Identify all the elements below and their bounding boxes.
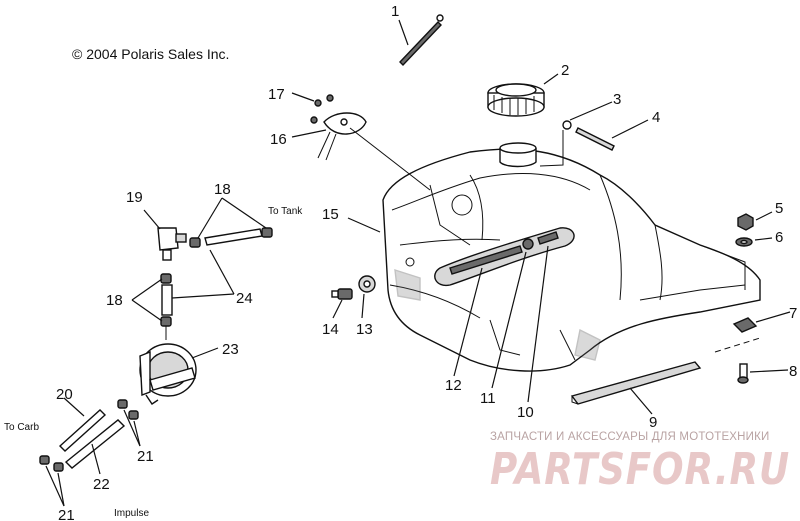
part-14-valve <box>331 288 353 319</box>
callout-5: 5 <box>775 200 783 217</box>
callout-18-left: 18 <box>106 292 123 309</box>
part-24-hose <box>161 249 235 316</box>
callout-7: 7 <box>789 305 797 322</box>
copyright-text: © 2004 Polaris Sales Inc. <box>72 46 229 62</box>
part-5-nut <box>737 211 773 231</box>
dashed-guide <box>714 337 761 353</box>
callout-24: 24 <box>236 290 253 307</box>
part-6-washer <box>735 237 773 247</box>
part-1-vent-line <box>398 14 444 67</box>
callout-18-top: 18 <box>214 181 231 198</box>
callout-23: 23 <box>222 341 239 358</box>
part-9-pad <box>570 361 702 415</box>
part-19-fitting <box>143 209 187 261</box>
part-17-screw <box>291 92 334 124</box>
part-2-fuel-cap <box>487 73 559 117</box>
callout-3: 3 <box>613 91 621 108</box>
callout-9: 9 <box>649 414 657 431</box>
part-hose-top <box>204 228 263 246</box>
watermark-subtitle: ЗАПЧАСТИ И АКСЕССУАРЫ ДЛЯ МОТОТЕХНИКИ <box>490 431 770 443</box>
callout-12: 12 <box>445 377 462 394</box>
callout-16: 16 <box>270 131 287 148</box>
fuel-tank <box>382 142 761 372</box>
part-3-fitting <box>539 101 613 167</box>
part-13-grommet <box>358 275 376 319</box>
callout-10: 10 <box>517 404 534 421</box>
part-11-grommet <box>491 238 534 389</box>
part-18-clamps-top <box>189 197 273 248</box>
note-impulse: Impulse <box>114 508 149 519</box>
part-18-clamps-left <box>131 273 172 327</box>
part-22-hose <box>64 419 126 475</box>
callout-13: 13 <box>356 321 373 338</box>
part-21-clamps-lower <box>39 455 65 507</box>
callout-19: 19 <box>126 189 143 206</box>
callout-21-lower: 21 <box>58 507 75 521</box>
callout-14: 14 <box>322 321 339 338</box>
callout-11: 11 <box>480 390 496 407</box>
callout-6: 6 <box>775 229 783 246</box>
leader-15 <box>347 217 381 233</box>
callout-4: 4 <box>652 109 660 126</box>
callout-20: 20 <box>56 386 73 403</box>
part-8-bolt <box>737 363 789 384</box>
callout-2: 2 <box>561 62 569 79</box>
callout-1: 1 <box>391 3 399 20</box>
callout-8: 8 <box>789 363 797 380</box>
callout-15: 15 <box>322 206 339 223</box>
note-to-tank: To Tank <box>268 206 303 217</box>
callout-22: 22 <box>93 476 110 493</box>
watermark-brand: PARTSFOR.RU <box>490 444 790 495</box>
part-21-clamps-upper <box>117 399 141 447</box>
part-12-strap <box>449 245 523 377</box>
part-4-hose <box>575 119 649 151</box>
note-to-carb: To Carb <box>4 422 39 433</box>
callout-21-upper: 21 <box>137 448 154 465</box>
part-10-bolt <box>527 231 559 403</box>
part-20-hose <box>58 397 107 452</box>
callout-17: 17 <box>268 86 285 103</box>
part-23-fuel-pump <box>139 326 219 405</box>
part-7-clip <box>732 311 791 333</box>
part-16-fuel-sender <box>291 112 431 191</box>
